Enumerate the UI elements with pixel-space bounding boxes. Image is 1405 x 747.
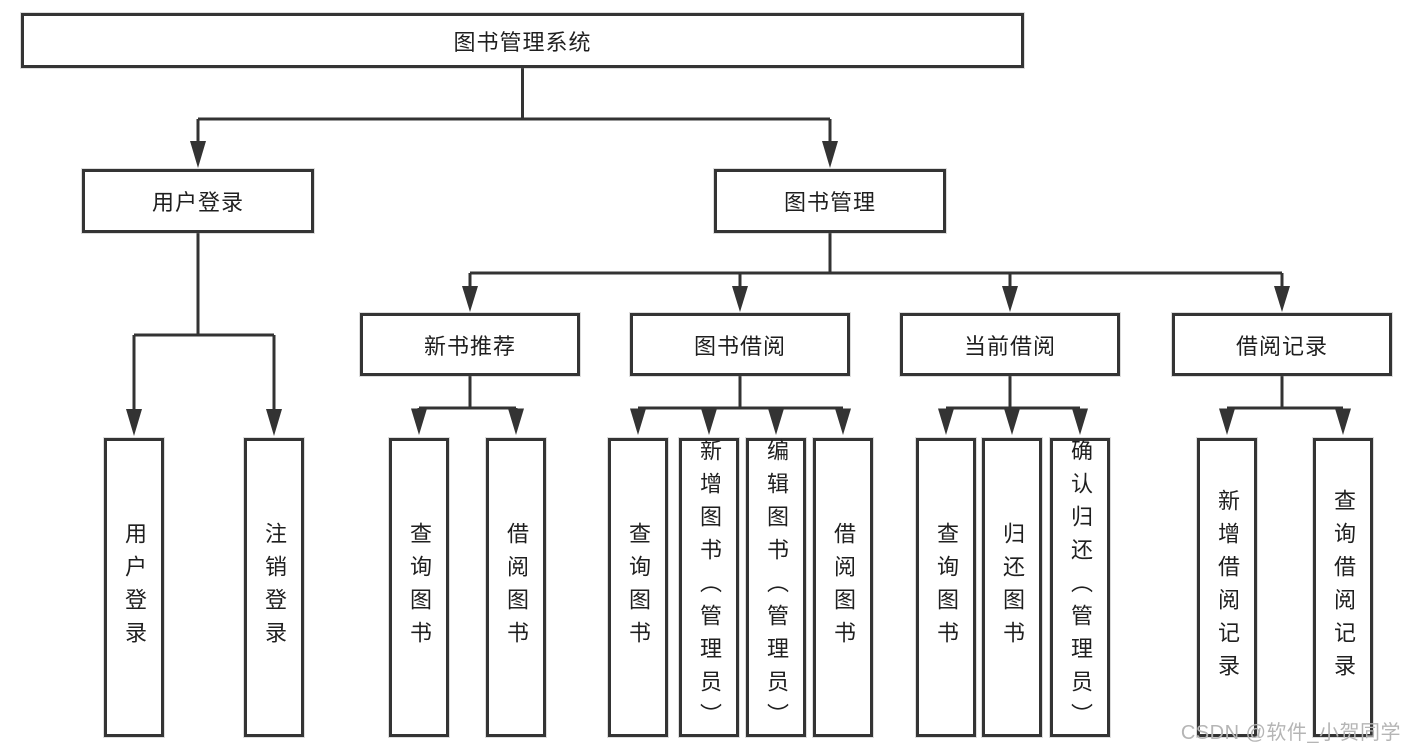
node-label: 当前借阅 — [963, 333, 1056, 359]
node-label: 确认归还（管理员） — [1068, 439, 1093, 736]
node-label: 编辑图书（管理员） — [764, 439, 789, 736]
leaf-borrow-query-book: 查询图书 — [608, 438, 668, 737]
connector-current-borrow-branch — [938, 376, 1088, 435]
arrowhead — [1219, 408, 1235, 435]
leaf-return-book: 归还图书 — [982, 438, 1042, 737]
leaf-query-borrow-record: 查询借阅记录 — [1313, 438, 1373, 737]
arrowhead — [126, 409, 142, 436]
arrowhead — [1072, 408, 1088, 435]
arrowhead — [508, 408, 524, 435]
node-label: 查询图书 — [407, 521, 432, 654]
node-borrow-record: 借阅记录 — [1172, 313, 1392, 376]
node-label: 图书管理系统 — [453, 29, 592, 55]
connector-book-management-branch — [462, 232, 1290, 312]
node-label: 新书推荐 — [423, 333, 516, 359]
node-label: 借阅记录 — [1235, 333, 1328, 359]
leaf-edit-book-admin: 编辑图书（管理员） — [746, 438, 806, 737]
leaf-add-borrow-record: 新增借阅记录 — [1197, 438, 1257, 737]
connector-root-to-level2 — [190, 68, 838, 168]
node-label: 借阅图书 — [831, 521, 856, 654]
leaf-confirm-return-admin: 确认归还（管理员） — [1050, 438, 1110, 737]
leaf-current-query-book: 查询图书 — [916, 438, 976, 737]
leaf-logout: 注销登录 — [244, 438, 304, 737]
leaf-borrow-book: 借阅图书 — [813, 438, 873, 737]
node-root: 图书管理系统 — [21, 13, 1024, 68]
node-current-borrow: 当前借阅 — [900, 313, 1120, 376]
arrowhead — [732, 286, 748, 312]
arrowhead — [266, 409, 282, 436]
connector-new-book-recommend-branch — [411, 376, 524, 435]
node-label: 借阅图书 — [504, 521, 529, 654]
arrowhead — [1274, 286, 1290, 312]
node-label: 查询图书 — [626, 521, 651, 654]
node-label: 查询借阅记录 — [1331, 488, 1356, 687]
node-book-borrow: 图书借阅 — [630, 313, 850, 376]
arrowhead — [768, 408, 784, 435]
arrowhead — [938, 408, 954, 435]
leaf-recommend-query-book: 查询图书 — [389, 438, 449, 737]
arrowhead — [1335, 408, 1351, 435]
connector-book-borrow-branch — [630, 376, 851, 435]
arrowhead — [1002, 286, 1018, 312]
arrowhead — [411, 408, 427, 435]
node-label: 查询图书 — [934, 521, 959, 654]
arrowhead — [822, 141, 838, 168]
watermark: CSDN @软件_小贺同学 — [1180, 722, 1401, 744]
node-label: 用户登录 — [151, 190, 244, 215]
connector-borrow-record-branch — [1219, 376, 1351, 435]
node-label: 图书借阅 — [693, 333, 786, 359]
node-label: 图书管理 — [783, 190, 876, 215]
arrowhead — [190, 141, 206, 168]
node-label: 新增图书（管理员） — [697, 439, 722, 736]
node-label: 用户登录 — [122, 521, 147, 654]
arrowhead — [835, 408, 851, 435]
arrowhead — [630, 408, 646, 435]
arrowhead — [462, 286, 478, 312]
arrowhead — [1004, 408, 1020, 435]
node-label: 注销登录 — [262, 521, 287, 654]
node-book-management: 图书管理 — [714, 169, 946, 233]
node-new-book-recommend: 新书推荐 — [360, 313, 580, 376]
leaf-add-book-admin: 新增图书（管理员） — [679, 438, 739, 737]
node-label: 归还图书 — [1000, 521, 1025, 654]
arrowhead — [701, 408, 717, 435]
connector-user-login-branch — [126, 233, 282, 436]
node-label: 新增借阅记录 — [1215, 488, 1240, 687]
node-user-login: 用户登录 — [82, 169, 314, 233]
leaf-recommend-borrow-book: 借阅图书 — [486, 438, 546, 737]
leaf-user-login: 用户登录 — [104, 438, 164, 737]
